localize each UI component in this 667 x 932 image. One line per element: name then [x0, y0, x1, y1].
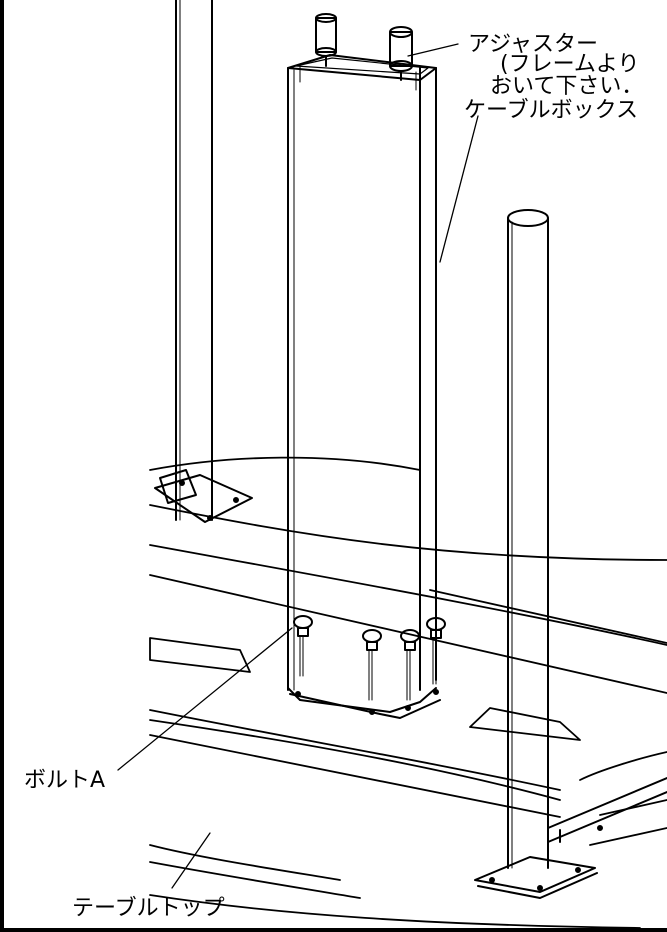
bolt: [400, 629, 420, 701]
bolt: [293, 615, 313, 677]
table-cutouts: [149, 637, 581, 741]
right-frame: [547, 777, 667, 843]
bolt: [362, 629, 382, 701]
adjuster-left: [315, 13, 337, 67]
bolt: [426, 617, 446, 685]
adjuster-note-line1: (フレームより: [500, 52, 640, 77]
right-pole: [474, 209, 598, 899]
bolt-a-label: ボルトA: [24, 768, 106, 793]
adjuster-label: アジャスター: [468, 32, 599, 57]
adjuster-right: [389, 26, 413, 81]
cable-box: [287, 13, 441, 719]
adjuster-note-line2: おいて下さい．: [490, 74, 644, 99]
cable-box-label: ケーブルボックス: [464, 98, 639, 123]
table-top: [149, 456, 667, 929]
leader-lines: [117, 43, 479, 889]
bolts-a: [293, 615, 446, 701]
left-pole: [154, 0, 253, 523]
table-top-label: テーブルトップ: [72, 896, 225, 921]
